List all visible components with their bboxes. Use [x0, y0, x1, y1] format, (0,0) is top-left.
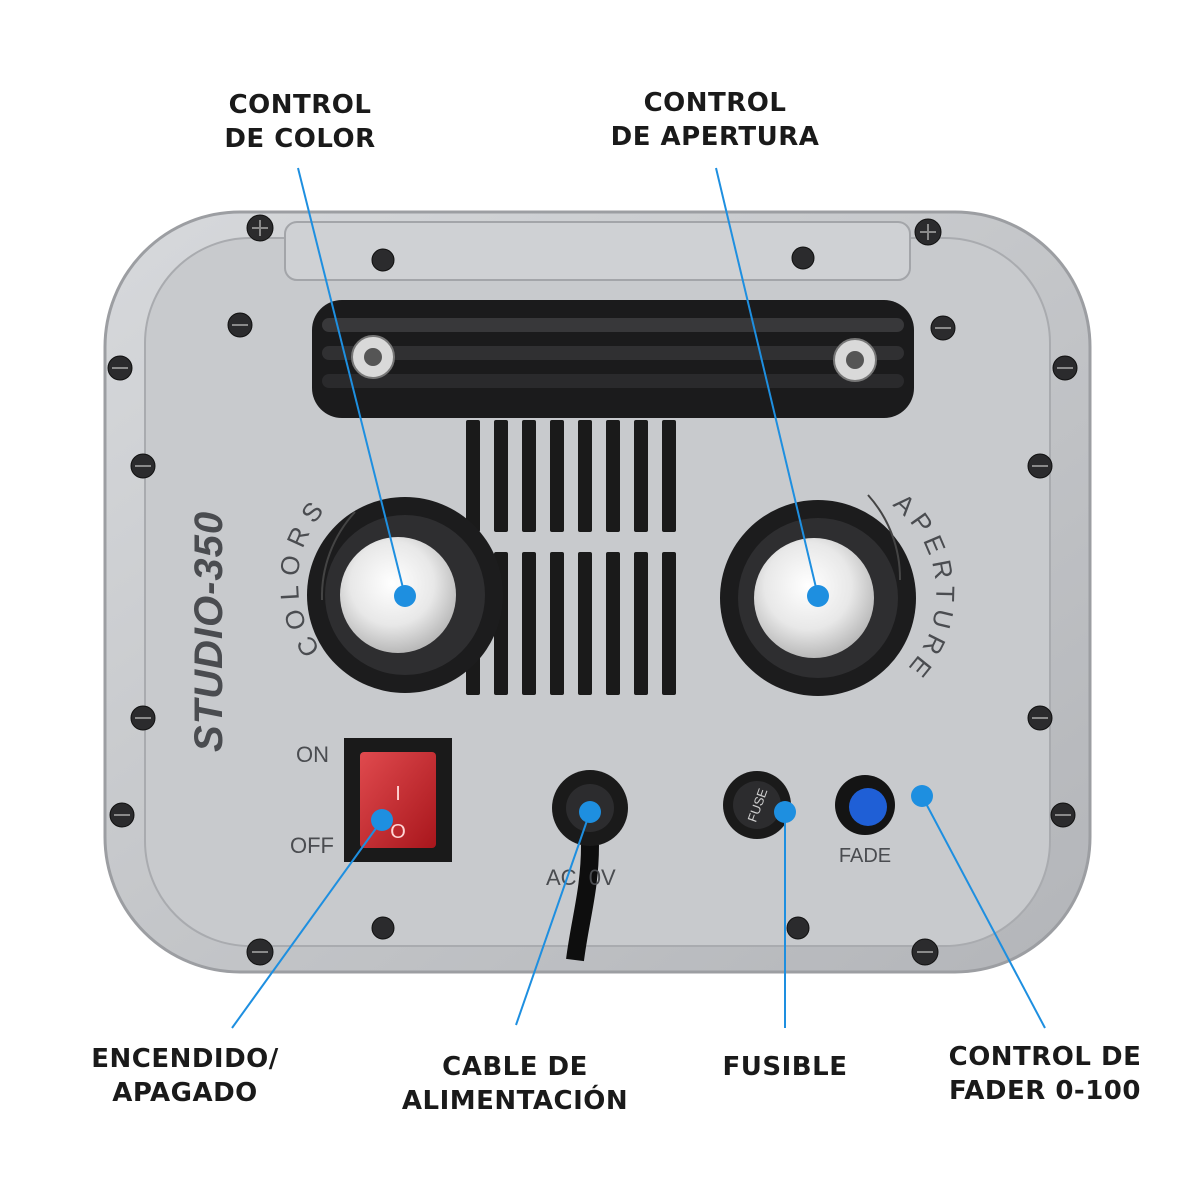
- callout-line: CONTROL DE: [948, 1042, 1142, 1072]
- callout-line: DE COLOR: [224, 124, 376, 154]
- switch-off-mark: O: [390, 821, 406, 843]
- callout-line: DE APERTURA: [610, 122, 820, 152]
- callout-line: ENCENDIDO/: [91, 1044, 279, 1074]
- fader-knob[interactable]: [835, 775, 895, 835]
- callout-fader-control: CONTROL DE FADER 0-100: [930, 1040, 1160, 1108]
- callout-line: APAGADO: [112, 1078, 258, 1108]
- callout-fuse: FUSIBLE: [715, 1050, 855, 1084]
- callout-line: FUSIBLE: [722, 1052, 848, 1082]
- power-switch[interactable]: [344, 738, 452, 862]
- callout-line: FADER 0-100: [949, 1076, 1141, 1106]
- fade-label: FADE: [839, 845, 891, 867]
- callout-line: CONTROL: [228, 90, 372, 120]
- callout-color-control: CONTROL DE COLOR: [210, 88, 390, 156]
- fuse-holder[interactable]: [723, 771, 791, 839]
- handle: [312, 300, 914, 418]
- callout-leaders: [231, 167, 1046, 1029]
- on-label: ON: [296, 742, 329, 767]
- ac-label: AC 0V: [546, 865, 616, 890]
- model-name: STUDIO-350: [187, 511, 231, 752]
- callout-aperture-control: CONTROL DE APERTURA: [600, 86, 830, 154]
- off-label: OFF: [290, 833, 334, 858]
- switch-on-mark: I: [395, 783, 401, 805]
- callout-power-switch: ENCENDIDO/ APAGADO: [70, 1042, 300, 1110]
- callout-dots: [371, 585, 933, 831]
- callout-power-cable: CABLE DE ALIMENTACIÓN: [385, 1050, 645, 1118]
- callout-line: CABLE DE: [442, 1052, 588, 1082]
- callout-line: CONTROL: [643, 88, 787, 118]
- callout-line: ALIMENTACIÓN: [401, 1086, 629, 1116]
